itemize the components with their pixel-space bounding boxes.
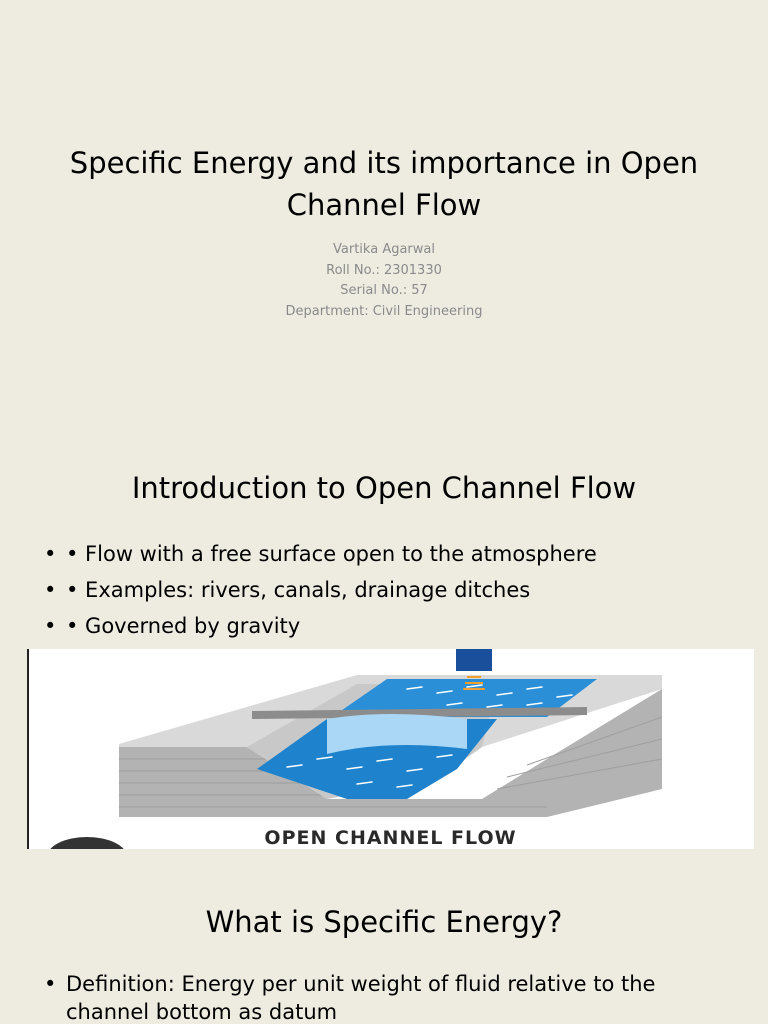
gate-block <box>456 649 492 671</box>
weir-plate <box>252 707 587 719</box>
waterfall <box>327 714 467 754</box>
illustration-caption: OPEN CHANNEL FLOW <box>264 827 517 849</box>
bullet-item: Definition: Energy per unit weight of fl… <box>44 970 684 1024</box>
channel-drawing <box>27 649 663 849</box>
bullet-item: • Governed by gravity <box>44 608 597 644</box>
slide-heading: Introduction to Open Channel Flow <box>131 471 637 505</box>
department: Department: Civil Engineering <box>285 303 483 319</box>
slide-specific-energy: What is Specific Energy? Definition: Ene… <box>0 850 768 1024</box>
author-name: Vartika Agarwal <box>333 242 435 257</box>
roll-number: Roll No.: 2301330 <box>326 262 442 278</box>
presentation-title: Specific Energy and its importance in Op… <box>69 146 699 222</box>
channel-front-face <box>119 689 662 817</box>
slide-introduction: Introduction to Open Channel Flow • Flow… <box>0 420 768 850</box>
bullet-item: • Examples: rivers, canals, drainage dit… <box>44 572 597 608</box>
bullet-item: • Flow with a free surface open to the a… <box>44 536 597 572</box>
slide-title: Specific Energy and its importance in Op… <box>0 0 768 420</box>
author-info: Vartika Agarwal Roll No.: 2301330 Serial… <box>0 240 768 322</box>
slide-heading: What is Specific Energy? <box>205 905 563 939</box>
logo-mark <box>50 837 124 849</box>
bullet-list: • Flow with a free surface open to the a… <box>44 536 597 644</box>
bullet-list: Definition: Energy per unit weight of fl… <box>44 970 684 1024</box>
serial-number: Serial No.: 57 <box>340 283 428 298</box>
open-channel-illustration: OPEN CHANNEL FLOW <box>27 649 754 849</box>
